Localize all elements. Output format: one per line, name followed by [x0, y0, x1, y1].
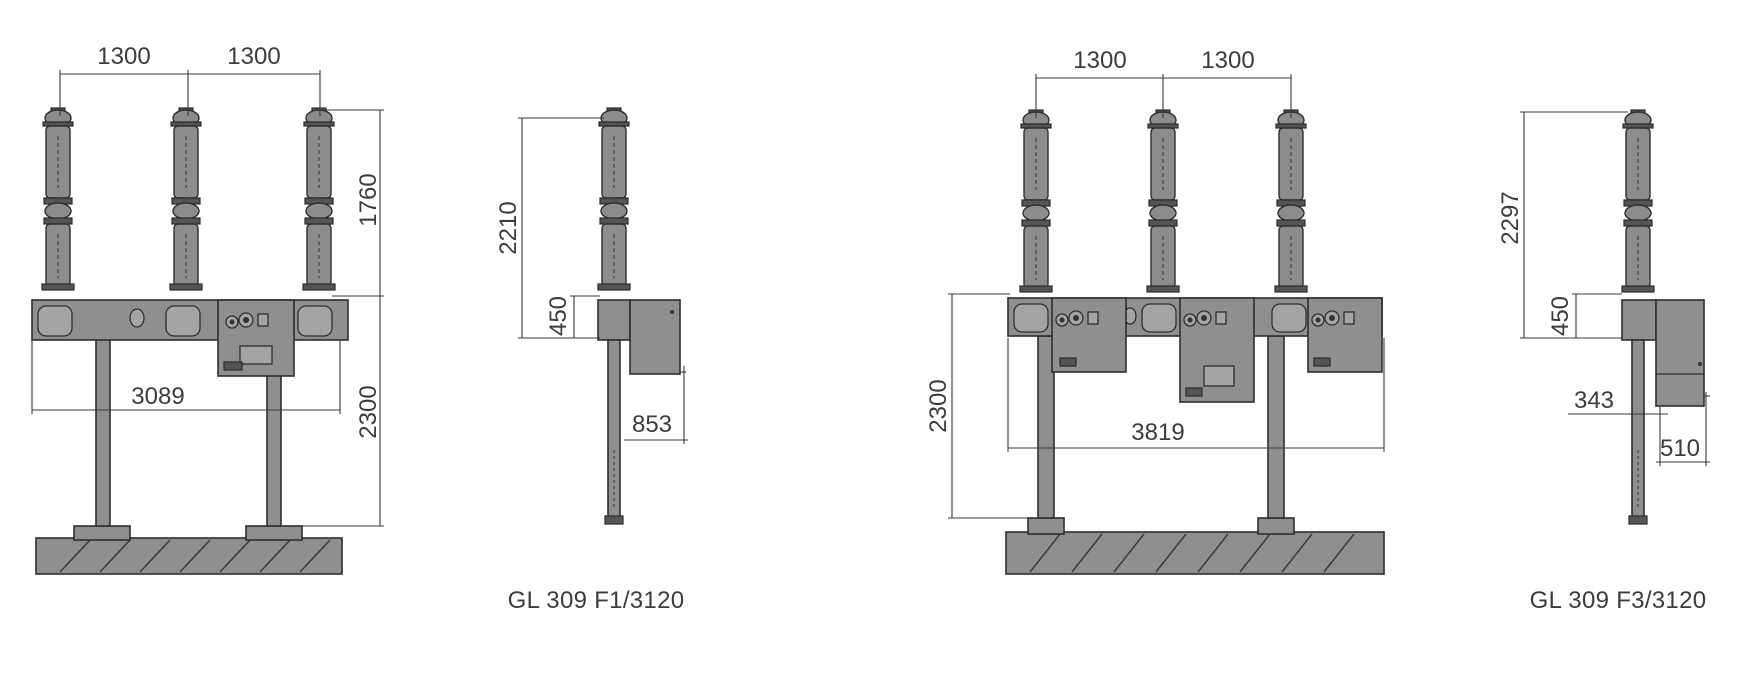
pole	[1019, 109, 1053, 293]
dimension-pole-height: 1760	[355, 173, 382, 226]
dimension-cabinet-offset: 853	[632, 411, 672, 438]
pole	[1146, 109, 1180, 293]
mechanism-cabinet	[1655, 299, 1705, 407]
model-caption: GL 309 F3/3120	[1530, 587, 1707, 614]
front-view-f1: 1300 1300 1760 2300 3089	[31, 43, 384, 575]
pole	[302, 107, 336, 291]
support-leg	[95, 337, 111, 527]
operating-mechanism	[1179, 297, 1255, 403]
dimension-overall-width: 3089	[131, 383, 184, 410]
side-view-f1: 2210 450 853 GL 309 F1/3120	[495, 107, 688, 614]
dimension-pole-spacing: 1300	[1073, 47, 1126, 74]
support-leg	[266, 371, 282, 527]
operating-mechanism	[217, 299, 295, 377]
dimension-cabinet-offset: 343	[1574, 387, 1614, 414]
dimension-cabinet-depth: 510	[1660, 435, 1700, 462]
dimension-pole-spacing: 1300	[1201, 47, 1254, 74]
dimension-overall-width: 3819	[1131, 419, 1184, 446]
dimension-total-height: 2297	[1497, 191, 1524, 244]
pole	[1621, 109, 1655, 293]
model-caption: GL 309 F1/3120	[508, 587, 685, 614]
dimension-pole-spacing: 1300	[97, 43, 150, 70]
dimension-pole-spacing: 1300	[227, 43, 280, 70]
foundation-f1	[35, 525, 343, 575]
pole	[169, 107, 203, 291]
pole	[41, 107, 75, 291]
side-view-f3: 2297 450 343 510 GL 309 F3/3120	[1497, 109, 1710, 614]
operating-mechanism	[1051, 297, 1127, 373]
dimension-base-height: 2300	[355, 385, 382, 438]
foundation-f3	[1005, 517, 1385, 575]
support-leg	[1267, 335, 1285, 519]
pole	[1274, 109, 1308, 293]
pole-head	[597, 299, 631, 341]
dimension-total-height: 2210	[495, 201, 522, 254]
pole-head	[1621, 299, 1657, 341]
dimension-head-height: 450	[1547, 296, 1574, 336]
dimension-base-height: 2300	[925, 379, 952, 432]
operating-mechanism	[1307, 297, 1383, 373]
front-view-f3: 1300 1300 2300 3819	[925, 47, 1385, 575]
pole	[597, 107, 631, 291]
dimension-head-height: 450	[545, 296, 572, 336]
